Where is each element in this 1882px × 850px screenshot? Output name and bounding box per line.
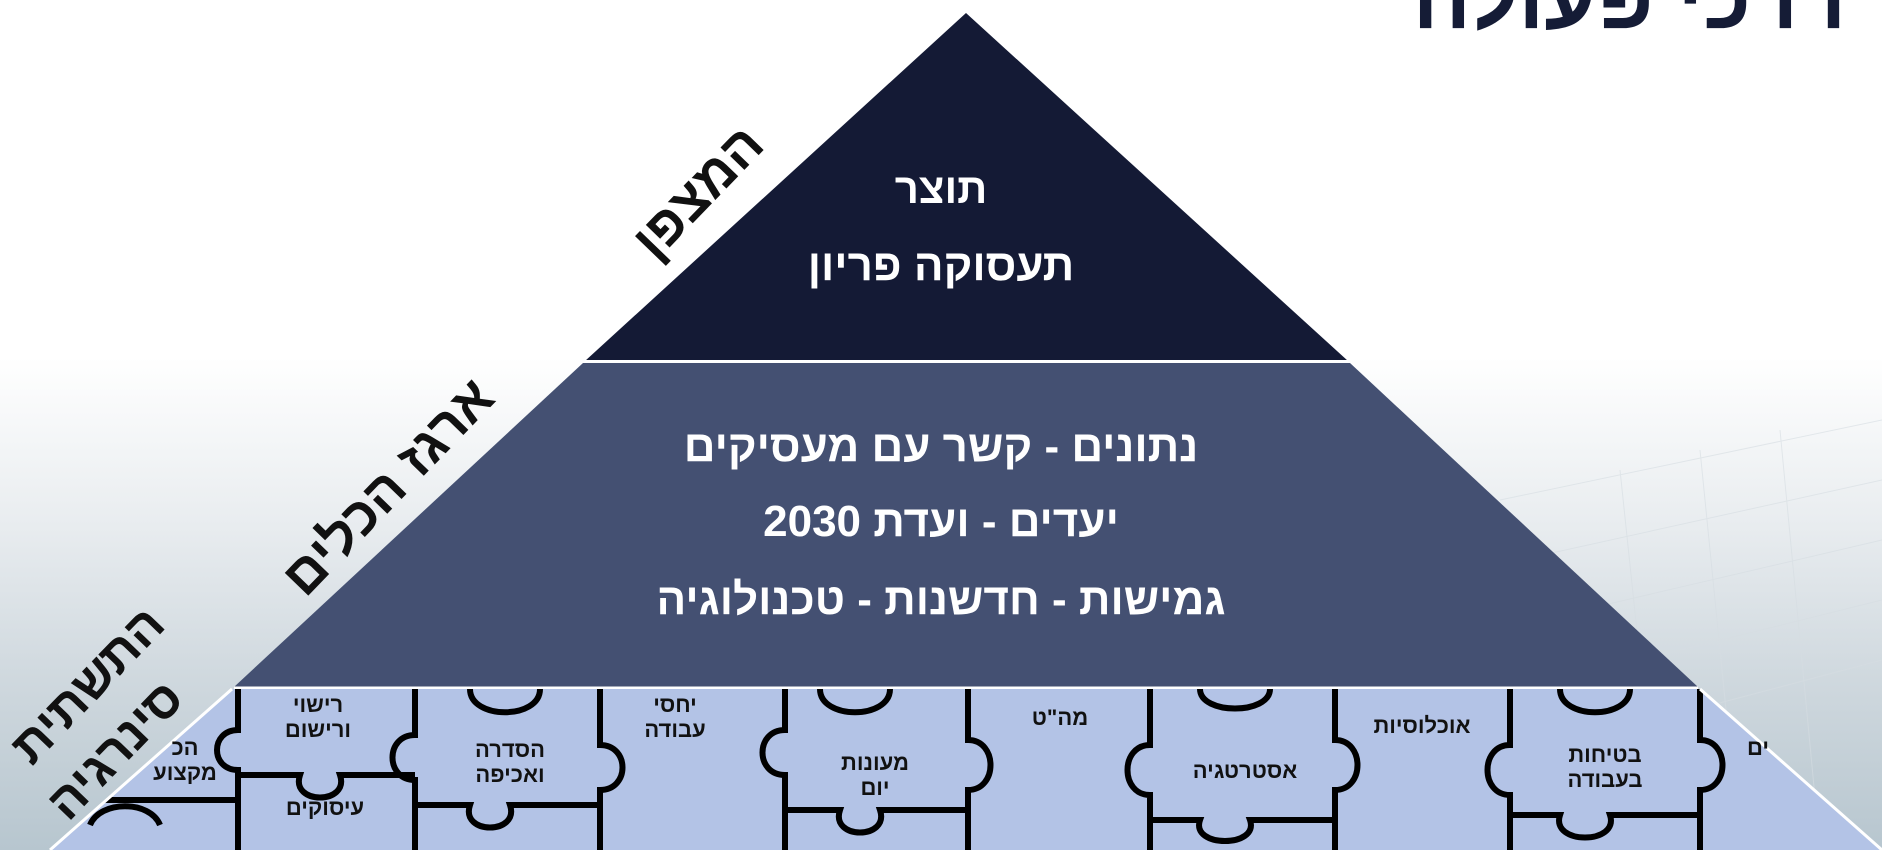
puzzle-piece-label: ים	[1746, 735, 1770, 760]
top-tier-line-2: תעסוקה פריון	[807, 241, 1075, 290]
puzzle-piece-label: הסדרה ואכיפה	[475, 737, 545, 788]
middle-tier-line-1: נתונים - קשר עם מעסיקים	[683, 422, 1199, 471]
puzzle-piece-label: אסטרטגיה	[1192, 758, 1298, 783]
puzzle-piece-label: עיסוקים	[285, 795, 365, 820]
puzzle-piece-label: יחסי עבודה	[644, 692, 706, 743]
puzzle-piece-label: מה"ט	[1031, 705, 1089, 730]
middle-tier-line-3: גמישות - חדשנות - טכנולוגיה	[656, 575, 1226, 624]
page-title: דרכי פעולה	[1413, 0, 1848, 42]
puzzle-piece-label: אוכלוסיות	[1373, 713, 1471, 738]
top-tier-line-1: תוצר	[894, 165, 988, 212]
middle-tier-line-2: יעדים - ועדת 2030	[763, 497, 1119, 546]
pyramid-top-tier	[585, 13, 1348, 361]
pyramid-bottom-tier	[50, 689, 1882, 850]
pyramid-middle-tier	[234, 363, 1698, 687]
puzzle-piece-label: בטיחות בעבודה	[1567, 742, 1643, 793]
puzzle-piece-label: רישוי ורישום	[284, 692, 352, 743]
puzzle-piece-label: הכ מקצוע	[153, 735, 217, 786]
puzzle-piece-label: מעונות יום	[841, 750, 909, 801]
